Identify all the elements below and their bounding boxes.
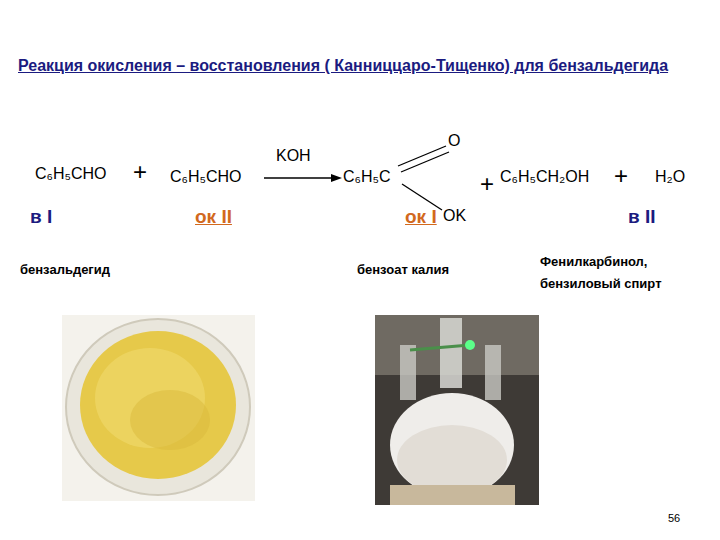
heating-bath (390, 485, 515, 505)
formula: C₆H₅CHO (35, 165, 107, 183)
slide-title: Реакция окисления – восстановления ( Кан… (18, 55, 715, 77)
flask-body (390, 393, 514, 497)
formula: C₆H₅CHO (170, 168, 242, 186)
indicator-light (465, 340, 475, 350)
reaction-arrow (264, 177, 334, 178)
side-neck (485, 345, 501, 400)
redox-role: ок I (405, 206, 437, 228)
page-number: 56 (668, 512, 680, 525)
flask-contents (397, 425, 507, 495)
compound-name: Фенилкарбинол, бензиловый спирт (540, 251, 710, 295)
compound-name: бензальдегид (20, 263, 110, 278)
compound-name: бензоат калия (357, 263, 449, 278)
formula: C₆H₅C (343, 168, 391, 186)
flask-neck (440, 318, 462, 388)
atom: OK (443, 207, 466, 225)
powder-shade (130, 390, 210, 450)
redox-role: в I (30, 206, 52, 228)
atom: O (448, 132, 460, 150)
redox-role: ок II (195, 206, 232, 228)
powder-photo (62, 315, 255, 501)
double-bond (401, 152, 449, 172)
plus-sign: + (133, 158, 147, 186)
redox-role: в II (628, 206, 656, 228)
formula: H₂O (655, 168, 685, 186)
side-neck (400, 345, 416, 400)
arrow-head (331, 174, 342, 182)
dish (66, 319, 250, 495)
clamp (410, 345, 470, 350)
plus-sign: + (614, 162, 628, 190)
photo-ground (62, 315, 255, 501)
flask-photo (375, 315, 539, 505)
reagent: KOH (276, 147, 311, 165)
plus-sign: + (480, 170, 494, 198)
formula: C₆H₅CH₂OH (500, 168, 589, 186)
powder (80, 331, 236, 479)
photo-ground (375, 315, 539, 505)
